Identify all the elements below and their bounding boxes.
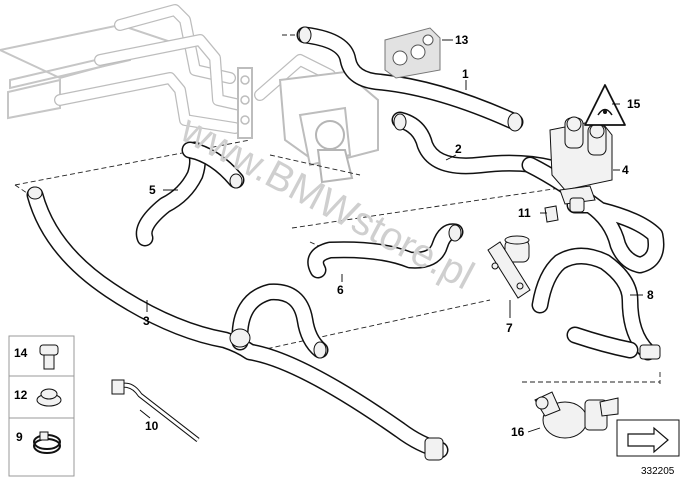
holder-13 [384,27,441,79]
callout-12: 12 [14,388,28,402]
callout-1: 1 [462,67,469,81]
callout-6: 6 [337,283,344,297]
callout-10: 10 [145,419,159,433]
connection-lines [14,34,661,384]
aux-pump-7 [487,235,531,299]
expanding-rivet-14 [39,344,59,370]
callout-9: 9 [16,430,23,444]
callout-2: 2 [455,142,462,156]
electric-pump-16 [534,391,619,439]
callout-5: 5 [149,183,156,197]
callout-7: 7 [506,321,513,335]
callout-15: 15 [627,97,641,111]
clip-11 [544,205,559,223]
callout-11: 11 [518,206,531,220]
callout-3: 3 [143,314,150,328]
hose-8 [531,247,661,361]
callout-4: 4 [622,163,629,177]
leader-lines [139,39,643,433]
hose-clamp-9 [33,431,61,454]
hose-1 [296,26,524,132]
valve-block-4 [549,116,613,213]
heater-core-ghost [0,4,379,184]
direction-arrow-box [616,419,680,457]
small-parts-box [8,335,75,477]
hose-6 [307,223,464,279]
callout-14: 14 [14,346,28,360]
warning-label-15 [584,84,626,126]
grommet-12 [36,388,62,407]
callout-8: 8 [647,288,654,302]
cable-tie-10 [111,379,200,442]
hose-3 [26,186,449,461]
diagram-number: 332205 [641,466,675,477]
callout-13: 13 [455,33,469,47]
hose-5 [135,141,245,247]
callout-16: 16 [511,425,525,439]
